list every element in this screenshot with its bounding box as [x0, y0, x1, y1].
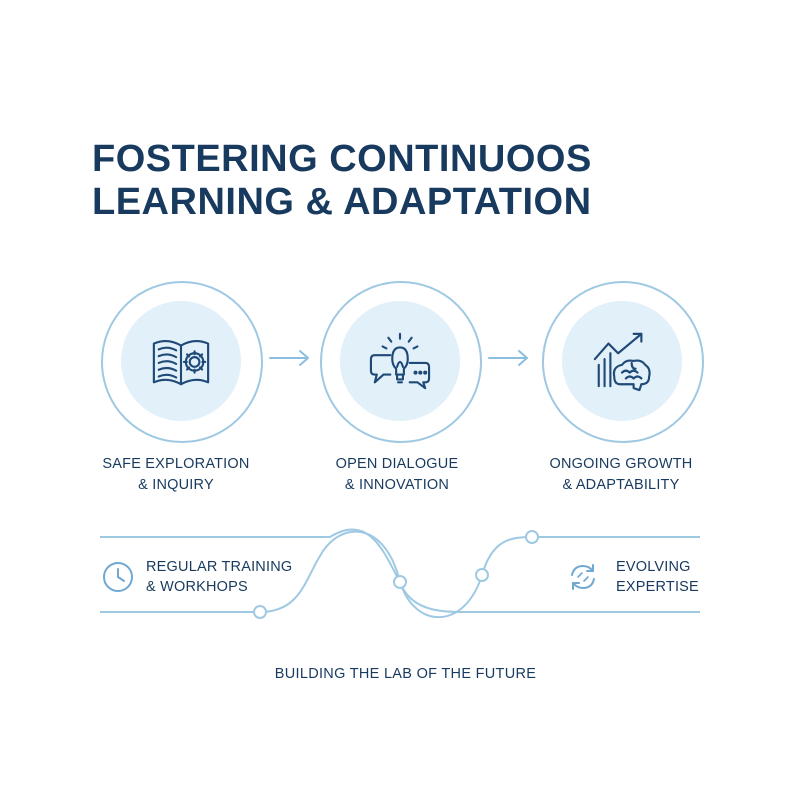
footer-tagline: BUILDING THE LAB OF THE FUTURE — [274, 666, 537, 682]
arrow-right-icon — [269, 350, 309, 366]
stage-circle-open-dialogue — [320, 281, 482, 443]
flow-label-evolving-expertise: EVOLVING EXPERTISE — [616, 557, 699, 597]
flow-top-line — [100, 528, 401, 583]
page-title: FOSTERING CONTINUOOS LEARNING & ADAPTATI… — [92, 138, 592, 224]
flow-wave-diagram — [100, 528, 700, 619]
flow-label-line: & WORKHOPS — [146, 579, 248, 595]
caption-line: ONGOING GROWTH — [549, 456, 693, 472]
caption-line: & INNOVATION — [344, 477, 450, 493]
arrow-right-icon — [488, 350, 528, 366]
flow-node — [525, 530, 539, 544]
growth-brain-icon — [593, 332, 651, 392]
caption-line: OPEN DIALOGUE — [335, 456, 459, 472]
flow-node — [393, 575, 407, 589]
stage-circle-inner — [562, 301, 682, 421]
cycle-arrows-icon — [571, 564, 595, 590]
flow-node — [475, 568, 489, 582]
caption-line: & INQUIRY — [138, 477, 214, 493]
book-gear-icon — [152, 340, 210, 386]
flow-label-regular-training: REGULAR TRAINING & WORKHOPS — [146, 557, 292, 597]
stage-caption-safe-exploration: SAFE EXPLORATION & INQUIRY — [66, 454, 286, 496]
stage-caption-open-dialogue: OPEN DIALOGUE & INNOVATION — [287, 454, 507, 496]
title-line-1: FOSTERING CONTINUOOS — [92, 138, 592, 180]
lightbulb-chat-icon — [369, 332, 431, 390]
flow-label-line: EXPERTISE — [616, 579, 699, 595]
flow-label-line: EVOLVING — [616, 559, 691, 575]
stage-circle-safe-exploration — [101, 281, 263, 443]
clock-icon — [103, 562, 133, 592]
stage-caption-ongoing-growth: ONGOING GROWTH & ADAPTABILITY — [511, 454, 731, 496]
caption-line: SAFE EXPLORATION — [102, 456, 250, 472]
flow-label-line: REGULAR TRAINING — [146, 559, 293, 575]
stage-circle-ongoing-growth — [542, 281, 704, 443]
stage-circle-inner — [121, 301, 241, 421]
title-line-2: LEARNING & ADAPTATION — [92, 181, 592, 223]
caption-line: & ADAPTABILITY — [562, 477, 680, 493]
stage-circle-inner — [340, 301, 460, 421]
flow-node — [253, 605, 267, 619]
